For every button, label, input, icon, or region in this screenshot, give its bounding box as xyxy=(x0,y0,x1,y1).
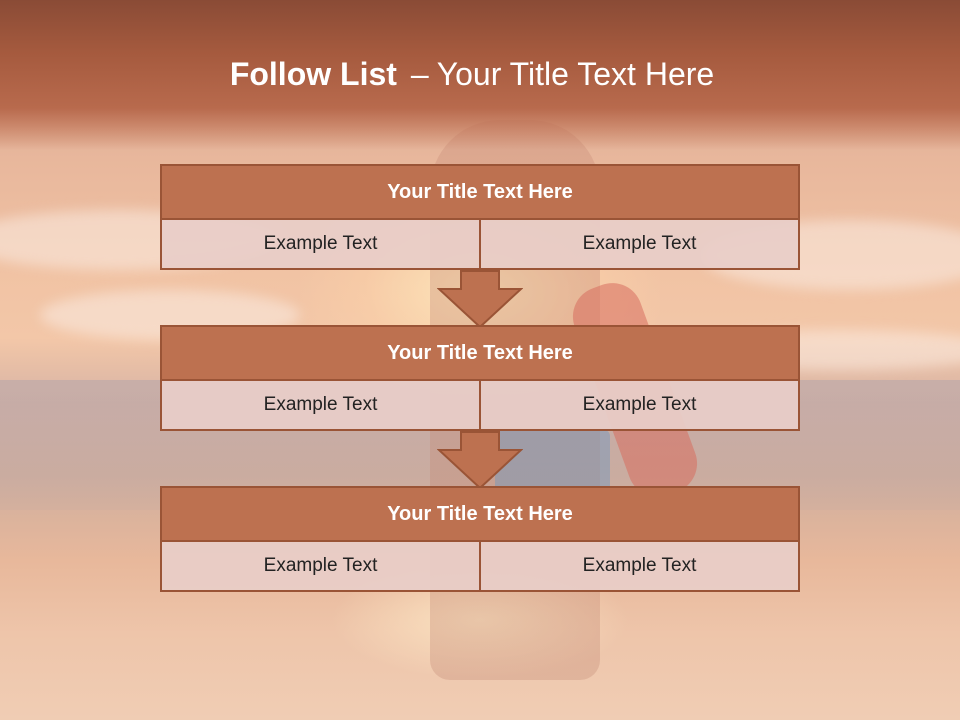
list-block-1: Your Title Text Here Example Text Exampl… xyxy=(160,164,800,270)
down-arrow-icon xyxy=(437,270,523,328)
block-cell-left: Example Text xyxy=(160,220,481,270)
down-arrow-icon xyxy=(437,431,523,489)
title-bar xyxy=(0,0,960,150)
slide-title: Follow List–Your Title Text Here xyxy=(0,56,944,93)
block-cell-right: Example Text xyxy=(481,381,800,431)
block-title: Your Title Text Here xyxy=(160,486,800,542)
block-cell-left: Example Text xyxy=(160,542,481,592)
list-block-2: Your Title Text Here Example Text Exampl… xyxy=(160,325,800,431)
block-cell-right: Example Text xyxy=(481,542,800,592)
title-rest: Your Title Text Here xyxy=(436,56,715,92)
block-cell-left: Example Text xyxy=(160,381,481,431)
list-block-3: Your Title Text Here Example Text Exampl… xyxy=(160,486,800,592)
title-bold: Follow List xyxy=(229,56,397,92)
block-cell-right: Example Text xyxy=(481,220,800,270)
block-title: Your Title Text Here xyxy=(160,325,800,381)
block-title: Your Title Text Here xyxy=(160,164,800,220)
title-separator: – xyxy=(410,56,429,92)
